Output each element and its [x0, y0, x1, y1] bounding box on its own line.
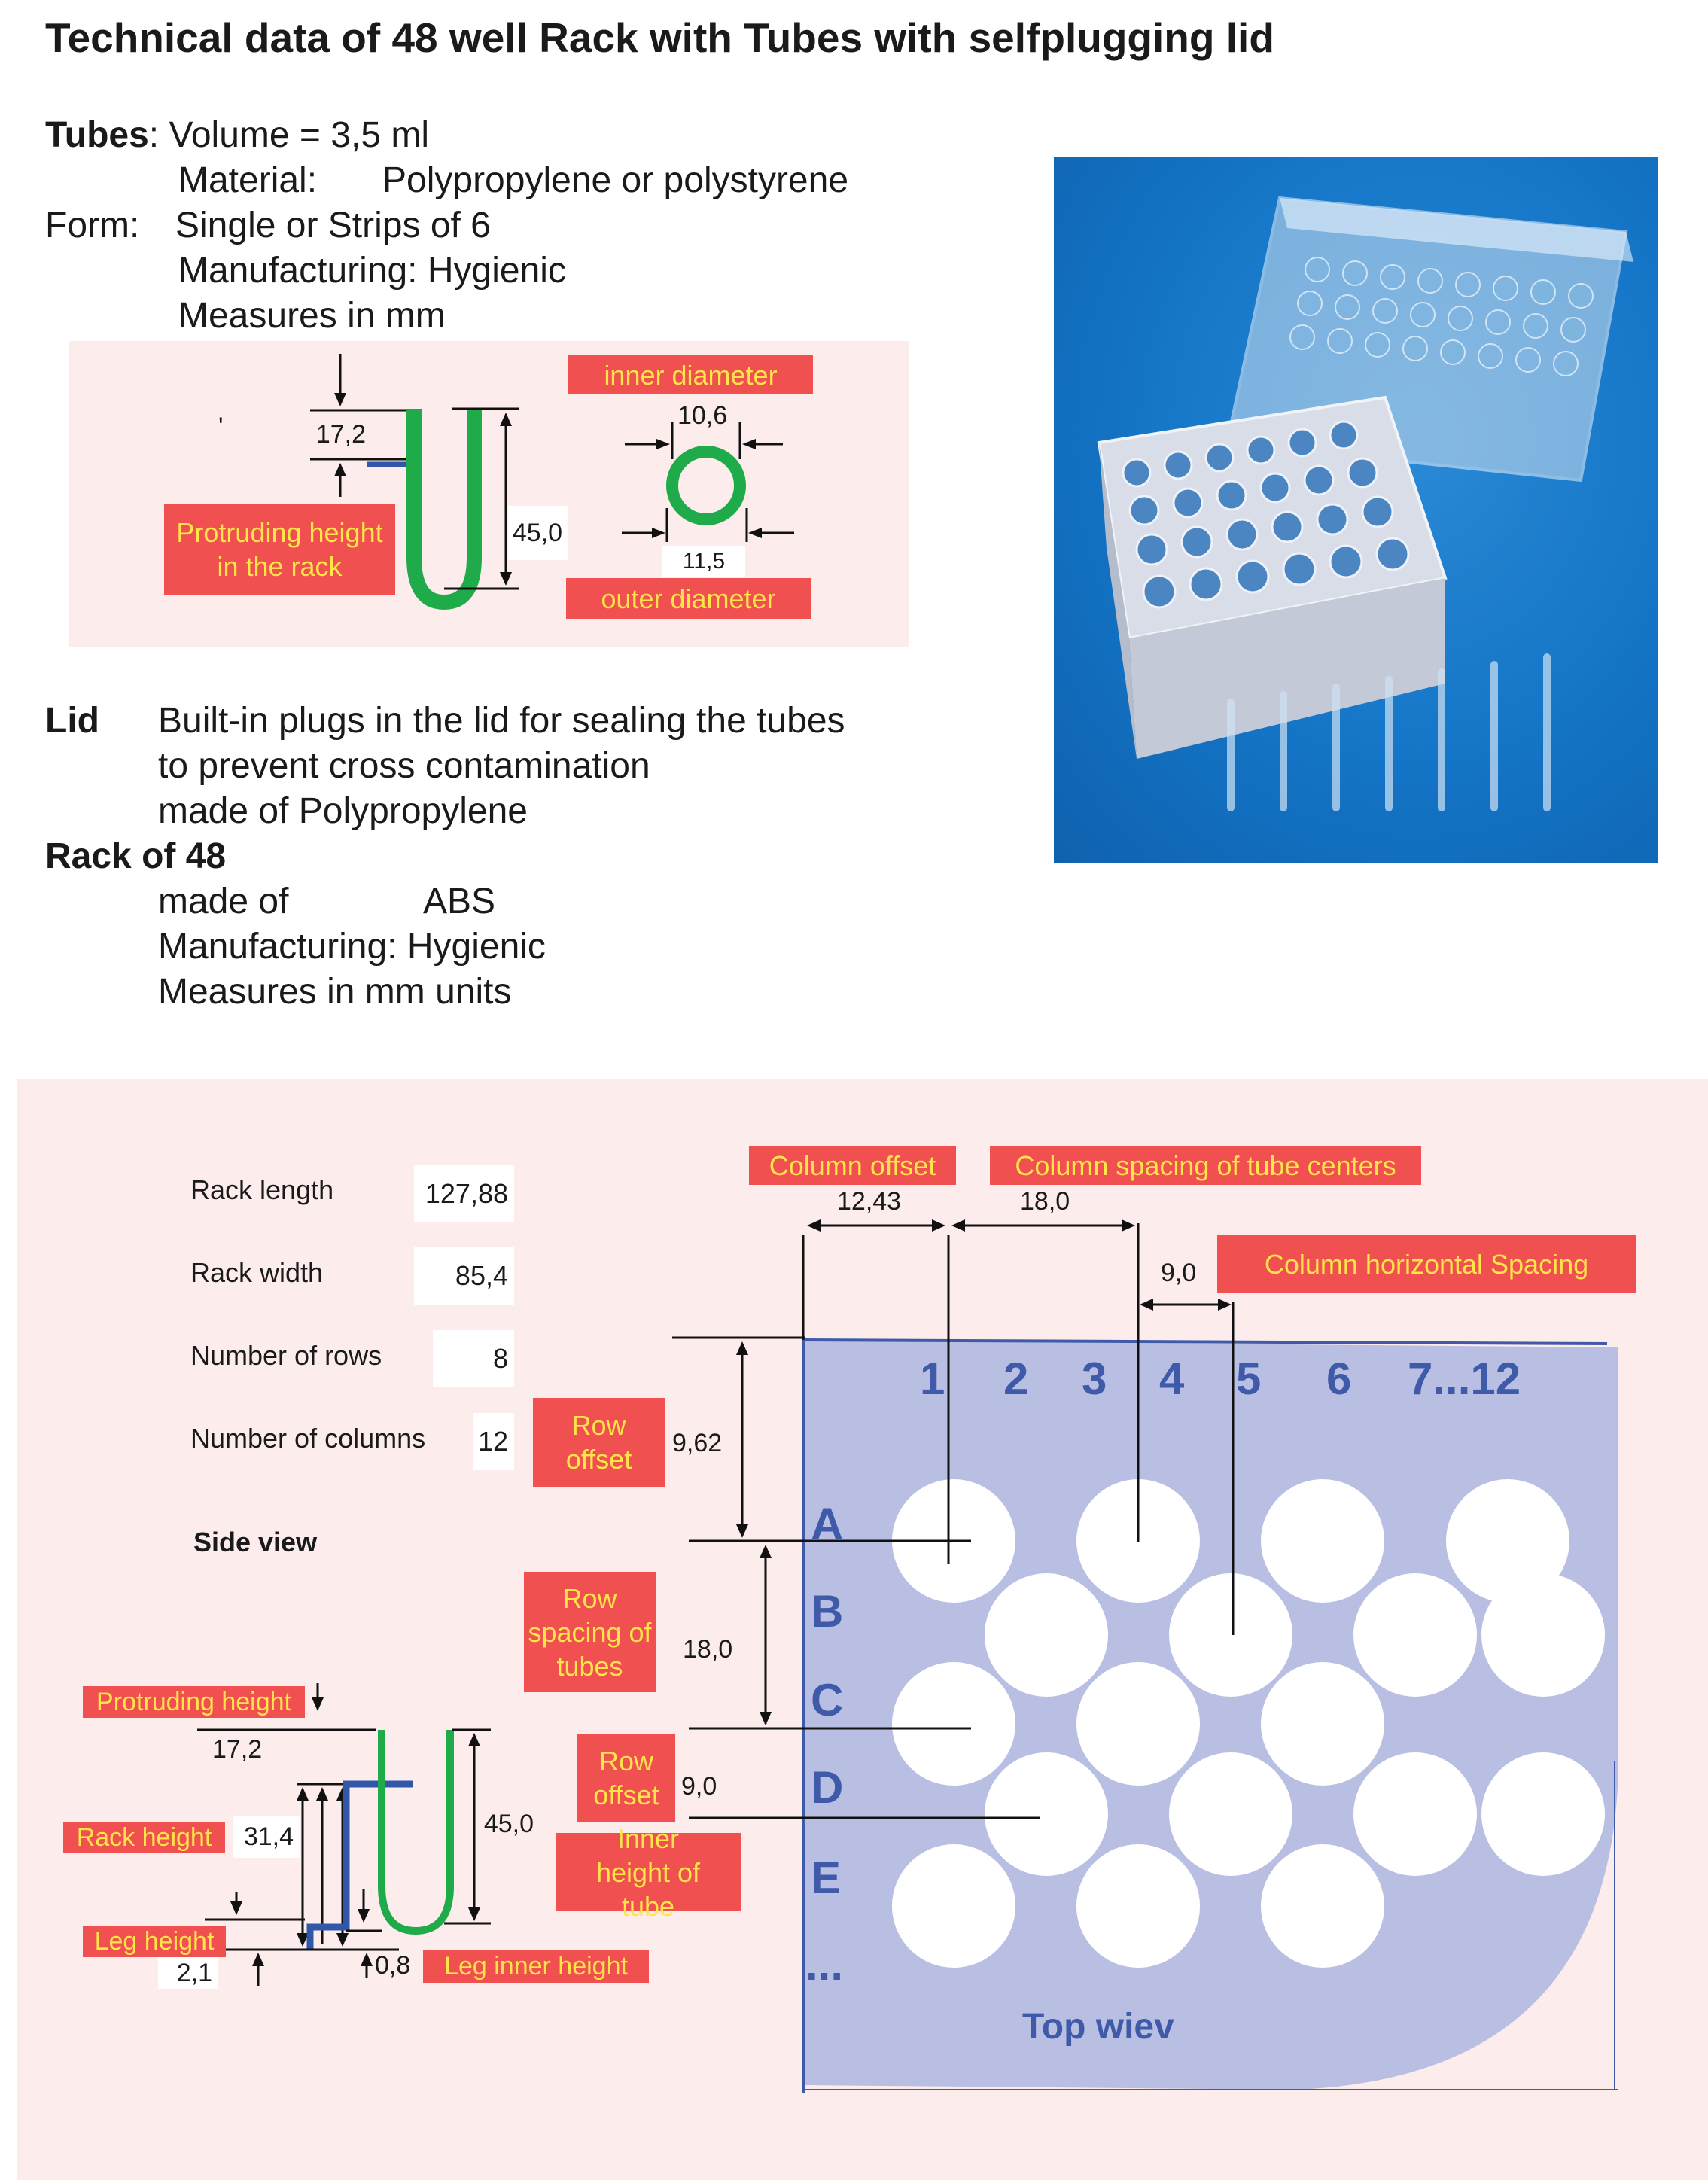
- leg-inner-value: 0,8: [375, 1951, 411, 1980]
- lid-line1: Built-in plugs in the lid for sealing th…: [158, 701, 845, 741]
- row-offset-label: Row offset: [533, 1398, 665, 1487]
- tubes-heading: Tubes: [45, 115, 149, 155]
- inner-diameter-value: 10,6: [677, 401, 728, 430]
- side-tube-height-value: 45,0: [476, 1803, 540, 1845]
- rack-photo-illustration: [1097, 196, 1633, 811]
- leg-inner-label: Leg inner height: [423, 1950, 649, 1983]
- tubes-volume: : Volume = 3,5 ml: [148, 115, 429, 155]
- leg-height-label: Leg height: [83, 1926, 226, 1957]
- row-letter-c: C: [811, 1675, 844, 1725]
- lid-line3: made of Polypropylene: [158, 791, 528, 831]
- tubes-measures: Measures in mm: [178, 296, 446, 336]
- rack-length-value: 127,88: [414, 1165, 514, 1222]
- column-offset-value: 12,43: [837, 1187, 902, 1216]
- row-letter-e: E: [811, 1853, 842, 1903]
- row-letter-d: D: [811, 1762, 844, 1813]
- column-number-4: 4: [1159, 1353, 1185, 1404]
- column-horizontal-value: 9,0: [1161, 1259, 1197, 1287]
- row-offset2-label: Row offset: [577, 1734, 675, 1822]
- rack-manufacturing: Manufacturing: Hygienic: [158, 927, 546, 967]
- tubes-material-label: Material:: [178, 160, 318, 200]
- row-spacing-label: Row spacing of tubes: [524, 1572, 656, 1692]
- column-number-5: 5: [1236, 1353, 1262, 1404]
- rack-measures: Measures in mm units: [158, 972, 512, 1012]
- row-letter-a: A: [811, 1499, 844, 1549]
- page-title: Technical data of 48 well Rack with Tube…: [45, 14, 1274, 61]
- lid-heading: Lid: [45, 701, 99, 741]
- tubes-manufacturing: Manufacturing: Hygienic: [178, 251, 566, 291]
- row-offset2-value: 9,0: [681, 1772, 717, 1801]
- rack-heading: Rack of 48: [45, 836, 227, 876]
- rack-length-label: Rack length: [190, 1174, 334, 1205]
- column-horizontal-label: Column horizontal Spacing: [1217, 1235, 1636, 1293]
- column-offset-label: Column offset: [749, 1146, 956, 1185]
- side-view-heading: Side view: [193, 1527, 318, 1557]
- rack-made-of-label: made of: [158, 881, 289, 921]
- outer-diameter-label: outer diameter: [566, 578, 811, 619]
- column-spacing-value: 18,0: [1020, 1187, 1070, 1216]
- inner-diameter-label: inner diameter: [568, 355, 813, 394]
- rack-height-label: Rack height: [63, 1822, 225, 1853]
- rack-made-of-value: ABS: [423, 881, 496, 921]
- row-spacing-value: 18,0: [683, 1635, 733, 1664]
- column-number-6: 6: [1326, 1353, 1352, 1404]
- rows-label: Number of rows: [190, 1340, 382, 1371]
- row-letter-ellipsis: ...: [805, 1939, 844, 1990]
- column-spacing-label: Column spacing of tube centers: [990, 1146, 1421, 1185]
- rack-height-value: 31,4: [233, 1816, 300, 1858]
- lid-line2: to prevent cross contamination: [158, 746, 650, 786]
- column-number-3: 3: [1082, 1353, 1107, 1404]
- side-protruding-label: Protruding height: [83, 1686, 305, 1718]
- outer-diameter-value: 11,5: [662, 546, 745, 577]
- tubes-form-label: Form:: [45, 206, 140, 245]
- tube-protruding-label: Protruding height in the rack: [164, 504, 395, 595]
- columns-label: Number of columns: [190, 1423, 426, 1454]
- rack-width-label: Rack width: [190, 1257, 324, 1288]
- column-number-7-12: 7...12: [1408, 1353, 1521, 1404]
- side-protruding-value: 17,2: [212, 1735, 263, 1764]
- inner-height-label: Inner height of tube: [556, 1823, 741, 1922]
- rack-width-value: 85,4: [414, 1247, 514, 1305]
- columns-value: 12: [473, 1413, 514, 1470]
- leg-height-value: 2,1: [158, 1957, 218, 1989]
- row-offset-value: 9,62: [672, 1429, 723, 1457]
- tubes-form-value: Single or Strips of 6: [175, 206, 491, 245]
- tubes-volume-line: Tubes: Volume = 3,5 ml: [45, 114, 429, 156]
- product-photo: [1054, 157, 1658, 863]
- stray-mark: ': [218, 413, 224, 441]
- column-number-1: 1: [920, 1353, 945, 1404]
- top-view-heading: Top wiev: [1022, 2007, 1174, 2047]
- column-number-2: 2: [1003, 1353, 1029, 1404]
- tubes-material-value: Polypropylene or polystyrene: [382, 160, 849, 200]
- rows-value: 8: [433, 1330, 514, 1387]
- tube-height-value: 45,0: [508, 506, 568, 560]
- row-letter-b: B: [811, 1586, 844, 1637]
- tube-protruding-value: 17,2: [310, 416, 372, 453]
